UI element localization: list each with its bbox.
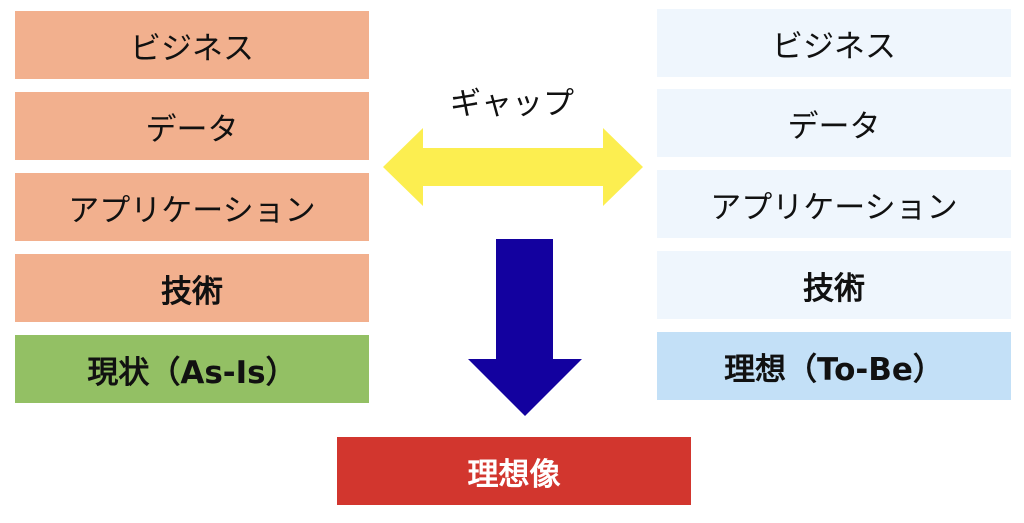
- as-is-title: 現状（As-Is）: [15, 335, 369, 403]
- gap-label: ギャップ: [450, 86, 574, 122]
- down-arrow: [468, 239, 582, 416]
- as-is-technology-layer: 技術: [15, 254, 369, 322]
- to-be-title: 理想（To-Be）: [657, 332, 1011, 400]
- to-be-business-layer: ビジネス: [657, 9, 1011, 77]
- to-be-application-layer: アプリケーション: [657, 170, 1011, 238]
- to-be-technology-layer: 技術: [657, 251, 1011, 319]
- as-is-data-layer: データ: [15, 92, 369, 160]
- as-is-business-layer: ビジネス: [15, 11, 369, 79]
- ideal-box: 理想像: [337, 437, 691, 505]
- to-be-data-layer: データ: [657, 89, 1011, 157]
- as-is-application-layer: アプリケーション: [15, 173, 369, 241]
- gap-double-arrow: [383, 128, 643, 206]
